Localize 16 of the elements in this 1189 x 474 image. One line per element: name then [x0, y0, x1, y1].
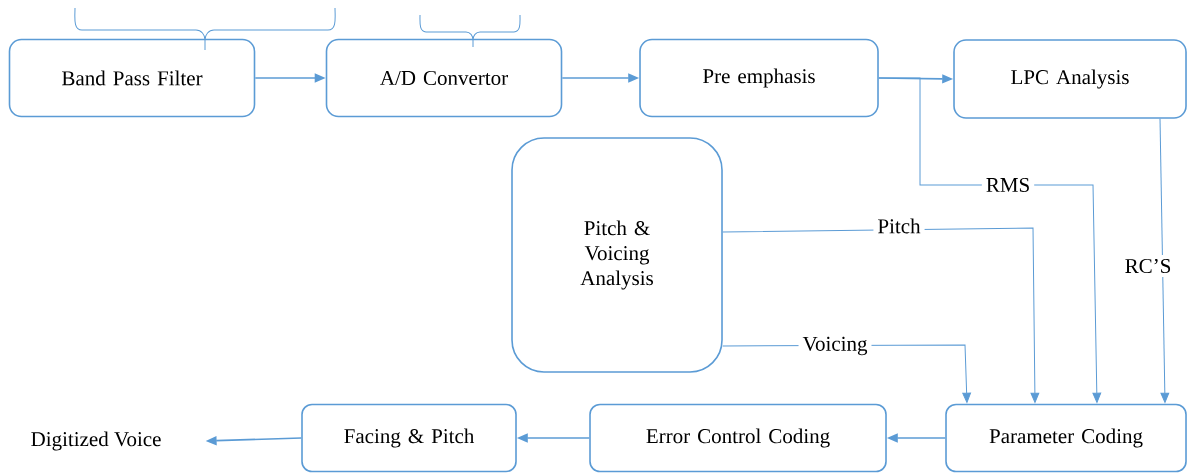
arrow — [1159, 118, 1170, 403]
edge-label: RC’S — [1120, 254, 1176, 278]
process-box: A/D Convertor — [325, 38, 563, 118]
process-box: Parameter Coding — [945, 403, 1187, 473]
output-label: Digitized Voice — [31, 431, 161, 451]
arrow — [878, 77, 1102, 403]
edge-label: Voicing — [798, 332, 872, 360]
process-box: Facing & Pitch — [301, 403, 517, 473]
arrow — [722, 227, 1040, 403]
edge-label: Pitch — [873, 214, 925, 238]
edge-label: RMS — [981, 173, 1035, 197]
process-box: LPC Analysis — [953, 39, 1187, 119]
process-box: Error Control Coding — [589, 403, 887, 473]
process-box: Pre emphasis — [639, 38, 879, 118]
process-box: Pitch & Voicing Analysis — [511, 137, 723, 373]
process-box: Band Pass Filter — [8, 38, 256, 118]
